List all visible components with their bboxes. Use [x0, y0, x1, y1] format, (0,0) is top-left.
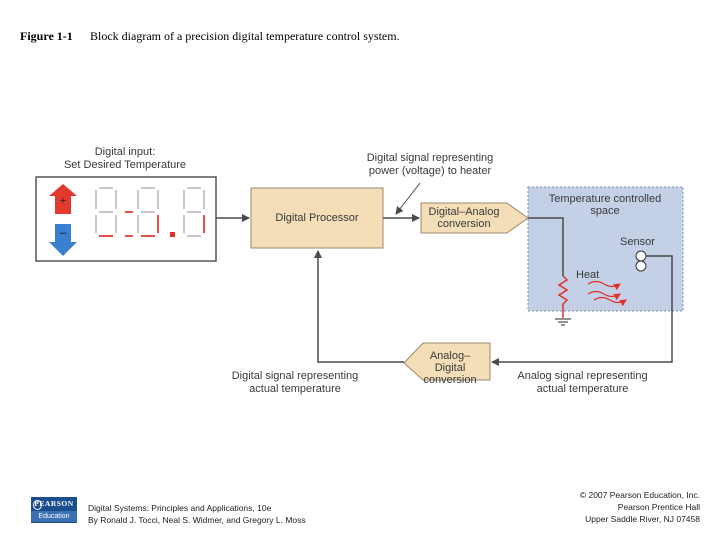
minus-sign: – — [59, 227, 67, 239]
sensor-to-adc-line — [491, 255, 673, 366]
figure-number: Figure 1-1 — [20, 29, 73, 43]
processor-label: Digital Processor — [275, 212, 359, 224]
heat-label: Heat — [576, 269, 600, 281]
logo-bottom-text: Education — [31, 511, 77, 522]
dac-label: Digital–Analog conversion — [428, 206, 500, 230]
publisher-location: Upper Saddle River, NJ 07458 — [585, 514, 700, 524]
space-label: Temperature controlled space — [548, 193, 662, 217]
digital-input-label: Digital input: Set Desired Temperature — [63, 146, 187, 171]
pearson-logo: PEARSON Education — [31, 497, 77, 523]
plus-sign: + — [59, 195, 67, 207]
up-arrow-icon — [49, 184, 77, 214]
actual-digital-signal-label: Digital signal representing actual tempe… — [231, 370, 359, 395]
digital-processor-block — [250, 187, 384, 249]
seven-segment-display — [95, 187, 205, 237]
dac-to-heater-line — [528, 217, 564, 276]
adc-block — [403, 342, 491, 381]
sensor-icon — [635, 250, 647, 272]
adc-to-processor-line — [314, 250, 404, 363]
pearson-emblem-icon — [33, 500, 42, 510]
temperature-space-box — [527, 186, 684, 312]
publisher: Pearson Prentice Hall — [617, 502, 700, 512]
adc-label: Analog–Digital conversion — [423, 350, 477, 386]
copyright: © 2007 Pearson Education, Inc. — [579, 490, 700, 500]
logo-top-text: PEARSON — [34, 499, 74, 508]
book-credit: Digital Systems: Principles and Applicat… — [88, 502, 306, 526]
book-title: Digital Systems: Principles and Applicat… — [88, 503, 272, 513]
publisher-credit: © 2007 Pearson Education, Inc. Pearson P… — [580, 489, 700, 525]
down-arrow-icon — [49, 224, 77, 256]
power-signal-label: Digital signal representing power (volta… — [366, 152, 494, 177]
book-authors: By Ronald J. Tocci, Neal S. Widmer, and … — [88, 515, 306, 525]
sensor-label: Sensor — [620, 236, 655, 248]
figure-caption: Block diagram of a precision digital tem… — [90, 29, 400, 43]
heater-resistor — [557, 275, 569, 318]
power-signal-pointer — [395, 182, 421, 215]
actual-analog-signal-label: Analog signal representing actual temper… — [517, 370, 648, 395]
dac-block — [420, 202, 529, 234]
ground-icon — [555, 318, 571, 326]
heat-waves-icon — [587, 280, 627, 307]
